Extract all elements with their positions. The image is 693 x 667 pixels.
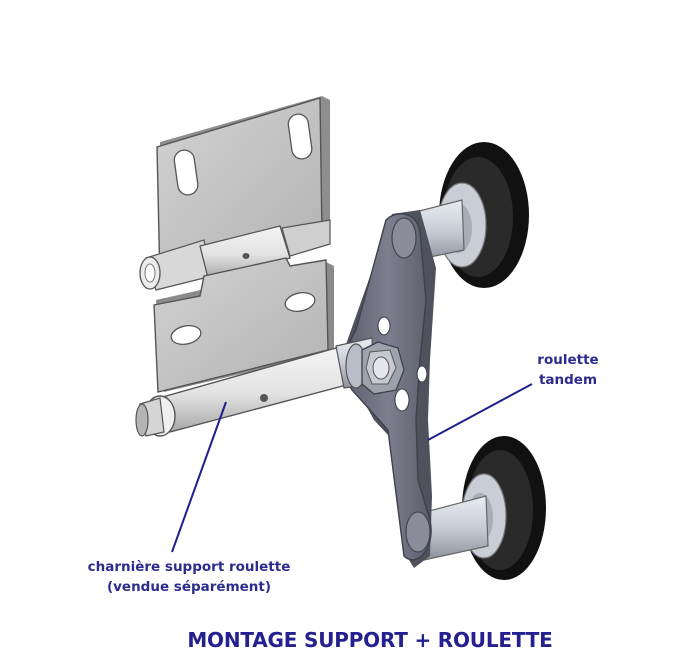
leader-line-hinge — [171, 401, 227, 553]
hinge-lower-leaf — [153, 257, 329, 393]
hinge-rivet — [242, 253, 250, 259]
slot-hole — [287, 113, 313, 160]
slot-hole — [284, 292, 316, 312]
charniere-label: charnière support roulette (vendue sépar… — [72, 557, 306, 597]
roulette-tandem-label: roulette tandem — [522, 350, 614, 390]
hinge-icon — [135, 96, 351, 437]
label-line: charnière support roulette — [87, 559, 291, 575]
label-line: (vendue séparément) — [106, 579, 272, 595]
slot-hole — [170, 325, 202, 345]
page-title: MONTAGE SUPPORT + ROULETTE — [187, 628, 553, 652]
label-line: tandem — [538, 372, 598, 388]
label-line: roulette — [537, 352, 599, 368]
arm-hole — [377, 316, 391, 336]
tandem-wheel-icon — [335, 142, 546, 580]
barrel-hole — [260, 394, 268, 402]
slot-hole — [173, 149, 199, 196]
arm-hole — [416, 365, 428, 383]
hinge-knuckle — [199, 225, 291, 279]
arm-hole — [394, 388, 410, 412]
leader-line-tandem — [427, 383, 533, 441]
